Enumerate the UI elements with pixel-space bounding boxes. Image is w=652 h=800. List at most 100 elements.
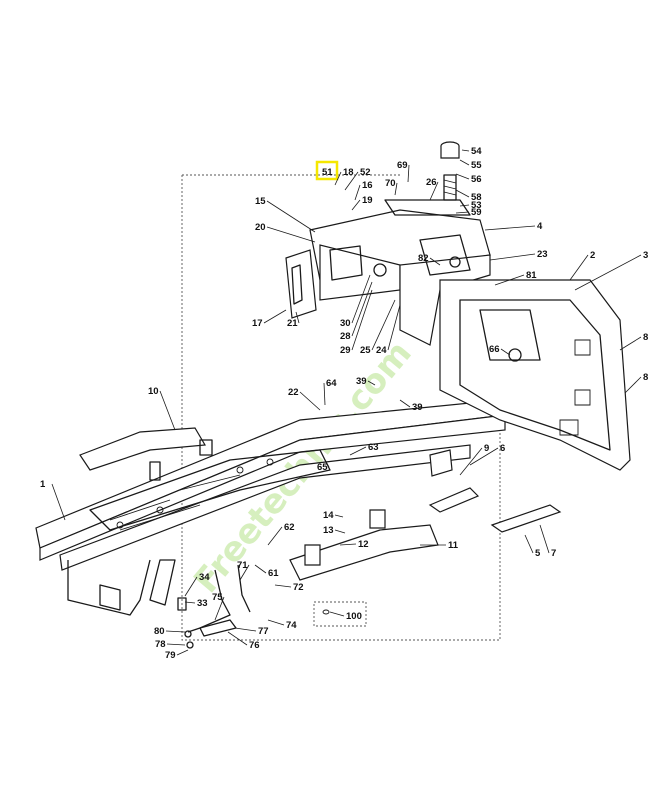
- leader-line: [159, 390, 176, 431]
- callout-23: 23: [489, 249, 548, 261]
- part-number-label: 69: [397, 160, 408, 171]
- callout-7: 7: [539, 524, 556, 559]
- part-number-label: 30: [340, 318, 351, 329]
- leader-line: [267, 619, 285, 626]
- leader-line: [354, 184, 361, 201]
- callout-59: 59: [455, 207, 482, 218]
- callout-28: 28: [340, 281, 373, 342]
- part-number-label: 11: [448, 540, 459, 551]
- part-number-label: 39: [412, 402, 423, 413]
- part-number-label: 17: [252, 318, 263, 329]
- leader-line: [524, 534, 534, 554]
- part-number-label: 25: [360, 345, 371, 356]
- part-number-label: 5: [535, 548, 541, 559]
- part-number-label: 70: [385, 178, 396, 189]
- part-number-label: 71: [237, 560, 248, 571]
- callout-52: 52: [344, 167, 371, 191]
- part-number-label: 23: [537, 249, 548, 260]
- leader-line: [323, 382, 326, 406]
- part-number-label: 21: [287, 318, 298, 329]
- part-number-label: 14: [323, 510, 334, 521]
- leader-line: [344, 171, 359, 191]
- part-number-label: 62: [284, 522, 295, 533]
- leader-line: [394, 182, 398, 196]
- callout-11: 11: [420, 540, 459, 551]
- leader-line: [299, 391, 321, 411]
- part-number-label: 34: [199, 572, 210, 583]
- leader-line: [489, 253, 536, 261]
- part-number-label: 66: [489, 344, 500, 355]
- leader-line: [469, 447, 499, 466]
- front-bumper: [79, 427, 213, 481]
- leader-line: [500, 348, 511, 356]
- leader-line: [349, 446, 367, 456]
- callout-3: 3: [574, 250, 648, 291]
- callout-8: 8: [619, 332, 648, 351]
- part-number-label: 77: [258, 626, 269, 637]
- callout-77: 77: [234, 626, 269, 637]
- part-number-label: 6: [500, 443, 505, 454]
- callout-33: 33: [184, 598, 208, 609]
- callout-12: 12: [339, 539, 369, 550]
- leader-line: [539, 524, 550, 554]
- callout-4: 4: [484, 221, 543, 232]
- leader-line: [619, 336, 642, 351]
- part-number-label: 33: [197, 598, 208, 609]
- part-number-label: 3: [643, 250, 648, 261]
- callout-80: 80: [154, 626, 186, 637]
- callout-24: 24: [376, 304, 401, 356]
- callout-79: 79: [165, 649, 189, 661]
- leader-line: [624, 376, 642, 394]
- part-number-label: 59: [471, 207, 482, 218]
- callout-20: 20: [255, 222, 316, 243]
- part-number-label: 15: [255, 196, 266, 207]
- hardware-kit-box: [313, 601, 367, 627]
- hardware-kit-nut: [322, 609, 330, 615]
- part-number-label: 8: [643, 332, 648, 343]
- part-number-label: 26: [426, 177, 437, 188]
- callout-6: 6: [469, 443, 505, 466]
- part-number-label: 16: [362, 180, 373, 191]
- part-number-label: 10: [148, 386, 159, 397]
- leader-line: [459, 447, 483, 476]
- leader-line: [239, 564, 250, 581]
- callout-62: 62: [267, 522, 295, 546]
- part-number-label: 29: [340, 345, 351, 356]
- leader-line: [334, 529, 346, 534]
- side-plate: [285, 249, 317, 319]
- callout-81: 81: [494, 270, 537, 286]
- callout-74: 74: [267, 619, 297, 631]
- part-number-label: 64: [326, 378, 337, 389]
- rear-panel: [439, 279, 631, 471]
- leader-line: [494, 274, 525, 286]
- leader-line: [263, 309, 287, 324]
- leader-line: [234, 627, 257, 632]
- part-number-label: 12: [358, 539, 369, 550]
- part-number-label: 55: [471, 160, 482, 171]
- leader-line: [399, 399, 411, 408]
- part-number-label: 80: [154, 626, 165, 637]
- callout-75: 75: [212, 592, 225, 621]
- part-number-label: 54: [471, 146, 482, 157]
- part-number-label: 61: [268, 568, 279, 579]
- part-number-label: 8: [643, 372, 648, 383]
- leader-line: [184, 601, 196, 604]
- callout-78: 78: [155, 639, 186, 650]
- leader-line: [387, 304, 401, 351]
- leader-line: [484, 225, 536, 231]
- leader-line: [407, 164, 410, 183]
- callout-55: 55: [459, 159, 482, 171]
- main-frame: [35, 399, 506, 616]
- callout-25: 25: [360, 299, 396, 356]
- leader-line: [351, 274, 371, 324]
- callout-14: 14: [323, 510, 344, 521]
- callout-39: 39: [399, 399, 423, 413]
- part-number-label: 82: [418, 253, 429, 264]
- callout-63: 63: [349, 442, 379, 456]
- dash-console: [309, 199, 491, 346]
- leader-line: [339, 543, 357, 546]
- part-number-label: 28: [340, 331, 351, 342]
- callout-29: 29: [340, 289, 373, 356]
- callout-69: 69: [397, 160, 410, 183]
- part-number-label: 51: [322, 167, 333, 178]
